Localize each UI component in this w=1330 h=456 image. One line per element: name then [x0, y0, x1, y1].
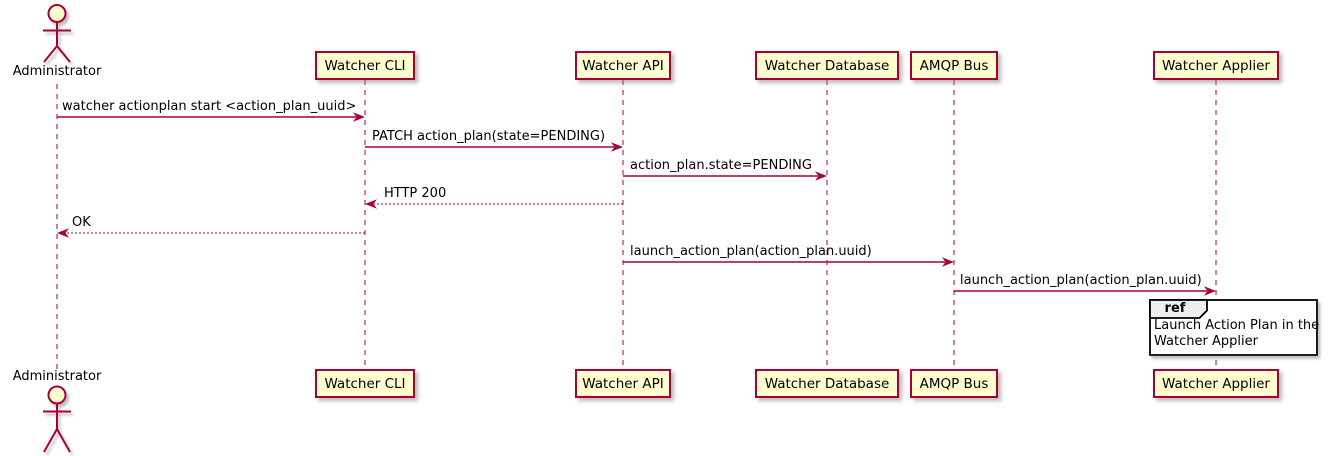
participant-label: Watcher API	[582, 375, 664, 392]
ref-text-line1: Launch Action Plan in the	[1154, 318, 1320, 333]
arrowhead-right-icon	[353, 112, 365, 122]
actor-figure-bottom	[43, 385, 71, 453]
message-label-6: launch_action_plan(action_plan.uuid)	[630, 244, 872, 259]
arrowhead-right-icon	[611, 142, 623, 152]
arrowhead-left-icon	[365, 199, 377, 209]
message-label-5: OK	[72, 215, 91, 230]
participant-label: Watcher CLI	[324, 57, 406, 74]
arrowhead-right-icon	[815, 171, 827, 181]
participant-watcher-applier-top: Watcher Applier	[1153, 51, 1279, 80]
arrowhead-left-icon	[57, 228, 69, 238]
actor-label-bottom: Administrator	[12, 369, 102, 384]
participant-amqp-bus-bottom: AMQP Bus	[910, 369, 998, 398]
arrowhead-right-icon	[942, 257, 954, 267]
participant-label: AMQP Bus	[919, 57, 989, 74]
participant-watcher-api-top: Watcher API	[575, 51, 671, 80]
participant-amqp-bus-top: AMQP Bus	[910, 51, 998, 80]
ref-header-pentagon	[1149, 299, 1208, 319]
solid-arrowheads	[353, 112, 1216, 296]
ref-fragment-frame	[1149, 299, 1318, 356]
participant-watcher-cli-top: Watcher CLI	[315, 51, 415, 80]
actor-head-icon	[47, 385, 67, 405]
participant-label: Watcher API	[582, 57, 664, 74]
participant-label: Watcher Applier	[1162, 375, 1270, 392]
message-label-4: HTTP 200	[384, 186, 447, 201]
dotted-arrowheads	[57, 199, 377, 238]
participant-label: Watcher Database	[764, 57, 890, 74]
participant-label: AMQP Bus	[919, 375, 989, 392]
actor-label-top: Administrator	[12, 64, 102, 79]
message-label-7: launch_action_plan(action_plan.uuid)	[960, 273, 1202, 288]
participant-watcher-cli-bottom: Watcher CLI	[315, 369, 415, 398]
message-label-1: watcher actionplan start <action_plan_uu…	[62, 99, 357, 114]
participant-watcher-database-top: Watcher Database	[755, 51, 899, 80]
actor-head-icon	[47, 4, 67, 23]
participant-watcher-api-bottom: Watcher API	[575, 369, 671, 398]
actor-figure-top	[43, 4, 71, 63]
dotted-arrows	[66, 203, 623, 234]
ref-keyword: ref	[1164, 301, 1186, 316]
participant-watcher-applier-bottom: Watcher Applier	[1153, 369, 1279, 398]
message-label-2: PATCH action_plan(state=PENDING)	[372, 129, 606, 144]
message-label-3: action_plan.state=PENDING	[630, 158, 812, 173]
participant-watcher-database-bottom: Watcher Database	[755, 369, 899, 398]
lifelines	[56, 80, 1217, 369]
participant-label: Watcher Database	[764, 375, 890, 392]
participant-label: Watcher CLI	[324, 375, 406, 392]
solid-arrows	[57, 116, 1207, 292]
ref-text-line2: Watcher Applier	[1154, 334, 1258, 349]
arrowhead-right-icon	[1204, 286, 1216, 296]
participant-label: Watcher Applier	[1162, 57, 1270, 74]
